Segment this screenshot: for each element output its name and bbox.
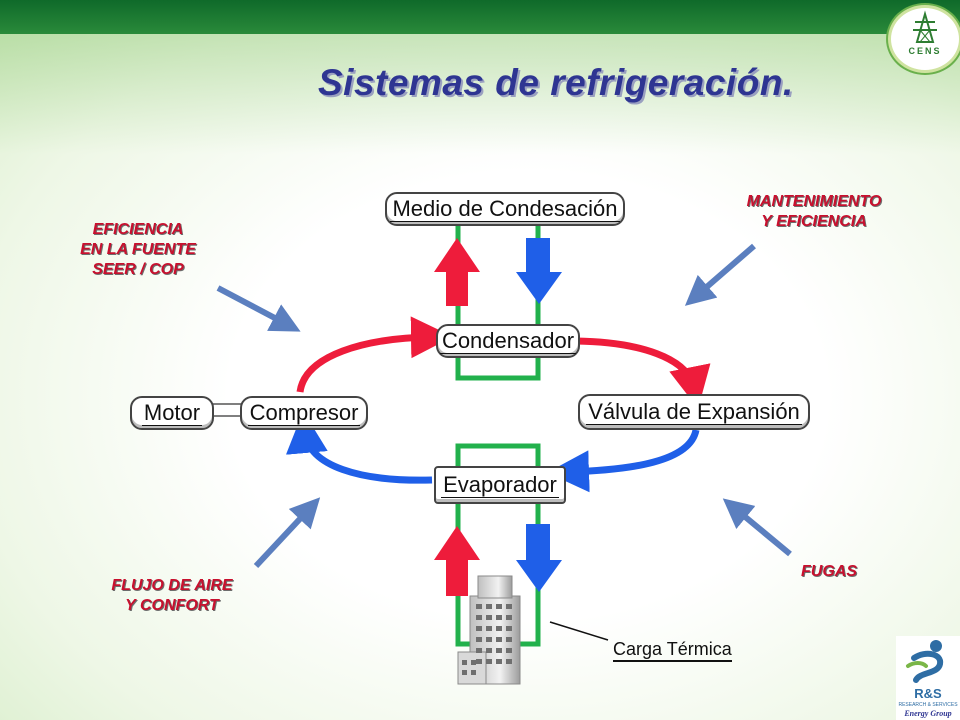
- condensador-box: Condensador: [436, 324, 580, 358]
- carga-leader-line: [549, 621, 609, 641]
- valvula-expansion-box: Válvula de Expansión: [578, 394, 810, 430]
- evaporador-box: Evaporador: [434, 466, 566, 504]
- mantenimiento-label: MANTENIMIENTO Y EFICIENCIA: [714, 192, 914, 232]
- cens-logo: CENS: [888, 5, 960, 73]
- flujo-line-1: FLUJO DE AIRE: [111, 577, 233, 594]
- rs-logo-subtitle: RESEARCH & SERVICES: [898, 702, 958, 708]
- carga-termica-label: Carga Térmica: [613, 638, 732, 662]
- eficiencia-line-2: EN LA FUENTE: [80, 241, 196, 258]
- rs-logo-group: Energy Group: [904, 709, 952, 718]
- page-title: Sistemas de refrigeración.: [318, 62, 794, 103]
- eficiencia-line-3: SEER / COP: [92, 261, 184, 278]
- eficiencia-line-1: EFICIENCIA: [92, 221, 184, 238]
- fugas-line-1: FUGAS: [801, 563, 857, 580]
- hot-arrow-up-top: [434, 238, 480, 306]
- cycle-arrow-evaporador-compresor: [285, 411, 433, 484]
- pointer-mantenimiento: [684, 243, 756, 306]
- flujo-label: FLUJO DE AIRE Y CONFORT: [82, 576, 262, 616]
- rs-logo: R&S RESEARCH & SERVICES Energy Group: [896, 636, 960, 720]
- condensador-label: Condensador: [439, 327, 577, 354]
- hot-arrow-up-bottom: [434, 526, 480, 596]
- fugas-label: FUGAS: [784, 562, 874, 582]
- motor-box: Motor: [130, 396, 214, 430]
- tower-icon: [913, 10, 937, 43]
- rs-figure-icon: [906, 640, 944, 683]
- building-icon: [457, 575, 521, 685]
- rs-logo-name: R&S: [914, 686, 942, 701]
- cycle-arrow-compresor-condensador: [296, 316, 453, 393]
- pointer-flujo: [253, 497, 321, 569]
- mantenimiento-line-2: Y EFICIENCIA: [761, 213, 867, 230]
- valvula-expansion-label: Válvula de Expansión: [586, 398, 802, 425]
- top-band: [0, 0, 960, 34]
- cold-arrow-down-top: [516, 238, 562, 304]
- motor-label: Motor: [141, 399, 203, 426]
- pointer-fugas: [722, 498, 792, 557]
- cycle-arrow-valvula-evaporador: [547, 428, 700, 493]
- medio-condesacion-box: Medio de Condesación: [385, 192, 625, 226]
- mantenimiento-line-1: MANTENIMIENTO: [746, 193, 882, 210]
- eficiencia-label: EFICIENCIA EN LA FUENTE SEER / COP: [58, 220, 218, 280]
- compresor-label: Compresor: [247, 399, 361, 426]
- compresor-box: Compresor: [240, 396, 368, 430]
- top-band-shade: [0, 34, 960, 154]
- cycle-arrow-condensador-valvula: [575, 337, 711, 409]
- evaporador-label: Evaporador: [441, 471, 559, 498]
- flujo-line-2: Y CONFORT: [125, 597, 219, 614]
- medio-condesacion-label: Medio de Condesación: [390, 195, 620, 222]
- cens-logo-text: CENS: [908, 46, 942, 56]
- pointer-eficiencia: [216, 285, 301, 332]
- cold-arrow-down-bottom: [516, 524, 562, 592]
